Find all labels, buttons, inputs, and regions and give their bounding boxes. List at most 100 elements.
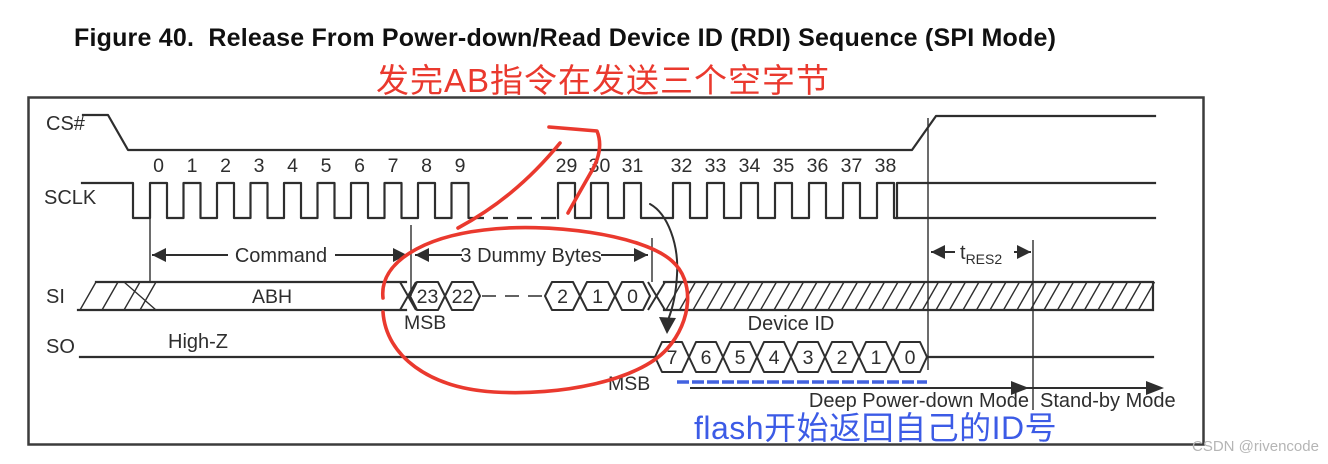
hatch-line	[759, 281, 778, 311]
clock-number: 31	[622, 155, 644, 177]
si-cell-transition	[399, 281, 417, 311]
so-bit-number: 0	[905, 347, 916, 369]
so-bit-number: 3	[803, 347, 814, 369]
reference-lines	[149, 118, 1034, 410]
clock-number: 36	[807, 155, 829, 177]
sclk-idle-rails	[895, 181, 1157, 220]
so-bit-number: 7	[667, 347, 678, 369]
red-pen-annotation	[381, 125, 690, 395]
si-command-value: ABH	[252, 286, 292, 308]
clock-number: 30	[589, 155, 611, 177]
hatch-line	[1016, 281, 1034, 311]
hatch-line	[894, 281, 913, 311]
hatch-line	[1110, 281, 1129, 311]
clock-number: 33	[705, 155, 727, 177]
diagram-border	[27, 96, 1205, 446]
so-bit-number: 2	[837, 347, 848, 369]
tres2-span: tRES2	[931, 242, 1031, 267]
so-msb-label: MSB	[608, 373, 650, 395]
command-span: Command	[152, 245, 407, 267]
stand-by-label: Stand-by Mode	[1040, 390, 1176, 412]
hatch-line	[975, 281, 994, 311]
cs-signal-label: CS#	[46, 113, 86, 135]
clock-number: 4	[287, 155, 298, 177]
deep-power-down-label: Deep Power-down Mode	[809, 390, 1029, 412]
cs-waveform	[81, 113, 1157, 152]
so-row: 7 6 5 4 3 2 1 0 Device ID MSB	[78, 313, 1155, 395]
dummy-bytes-label: 3 Dummy Bytes	[460, 245, 601, 267]
mode-timeline: Deep Power-down Mode Stand-by Mode	[690, 381, 1176, 412]
hatch-line	[921, 281, 940, 311]
clock-number: 2	[220, 155, 231, 177]
si-bit-number: 1	[592, 286, 603, 308]
clock-to-so-arrow	[649, 203, 679, 334]
si-bit-cell	[444, 281, 481, 311]
hatch-line	[1083, 281, 1102, 311]
hatch-line	[1070, 281, 1088, 311]
si-msb-label: MSB	[404, 312, 446, 334]
hatch-line	[935, 281, 953, 311]
si-bit-number: 23	[417, 286, 439, 308]
hatch-line	[881, 281, 899, 311]
hatch-line	[746, 281, 764, 311]
sclk-signal-label: SCLK	[44, 187, 97, 209]
hatch-line	[962, 281, 980, 311]
clock-number: 1	[187, 155, 198, 177]
red-annotation-text: 发完AB指令在发送三个空字节	[376, 62, 831, 99]
si-start-transition	[123, 281, 157, 311]
figure-title: Figure 40. Release From Power-down/Read …	[74, 24, 1057, 52]
si-dont-care-hatch	[665, 281, 1156, 311]
hatch-line	[867, 281, 886, 311]
so-bit-cell	[892, 341, 928, 373]
hatch-line	[989, 281, 1007, 311]
device-id-label: Device ID	[748, 313, 835, 335]
tres2-label: tRES2	[960, 242, 1002, 267]
watermark-text: CSDN @rivencode	[1192, 438, 1319, 455]
hatch-line	[854, 281, 872, 311]
hatch-line	[719, 281, 737, 311]
si-bit-number: 22	[452, 286, 474, 308]
hatch-line	[1056, 281, 1075, 311]
hatch-line	[1043, 281, 1061, 311]
clock-number: 8	[421, 155, 432, 177]
si-bit-number: 0	[627, 286, 638, 308]
blue-annotation-text: flash开始返回自己的ID号	[694, 410, 1058, 446]
clock-number: 37	[841, 155, 863, 177]
red-circle	[381, 225, 690, 395]
dummy-bytes-span: 3 Dummy Bytes	[415, 245, 648, 267]
so-device-id-bits: 7 6 5 4 3 2 1 0	[654, 341, 928, 373]
clock-number: 6	[354, 155, 365, 177]
hatch-line	[800, 281, 818, 311]
clock-number: 7	[388, 155, 399, 177]
clock-number: 34	[739, 155, 761, 177]
si-end-transition	[647, 281, 666, 311]
clock-number: 5	[321, 155, 332, 177]
so-signal-label: SO	[46, 336, 75, 358]
clock-number: 29	[556, 155, 578, 177]
hatch-line	[773, 281, 791, 311]
clock-number: 0	[153, 155, 164, 177]
hatch-line	[1002, 281, 1021, 311]
clock-number: 35	[773, 155, 795, 177]
si-signal-label: SI	[46, 286, 65, 308]
hatch-line	[692, 281, 710, 311]
clock-number: 38	[875, 155, 897, 177]
red-arrow-curve	[456, 141, 562, 230]
clock-number: 32	[671, 155, 693, 177]
si-bit-number: 2	[557, 286, 568, 308]
hatch-line	[786, 281, 805, 311]
hatch-line	[1124, 281, 1142, 311]
clock-number: 9	[455, 155, 466, 177]
so-bit-number: 5	[735, 347, 746, 369]
hatch-line	[840, 281, 859, 311]
so-bit-number: 6	[701, 347, 712, 369]
hatch-line	[827, 281, 845, 311]
so-bit-number: 4	[769, 347, 780, 369]
sclk-waveform	[80, 181, 471, 220]
hatch-line	[1097, 281, 1115, 311]
si-bit-cell	[614, 281, 651, 311]
so-bit-number: 1	[871, 347, 882, 369]
